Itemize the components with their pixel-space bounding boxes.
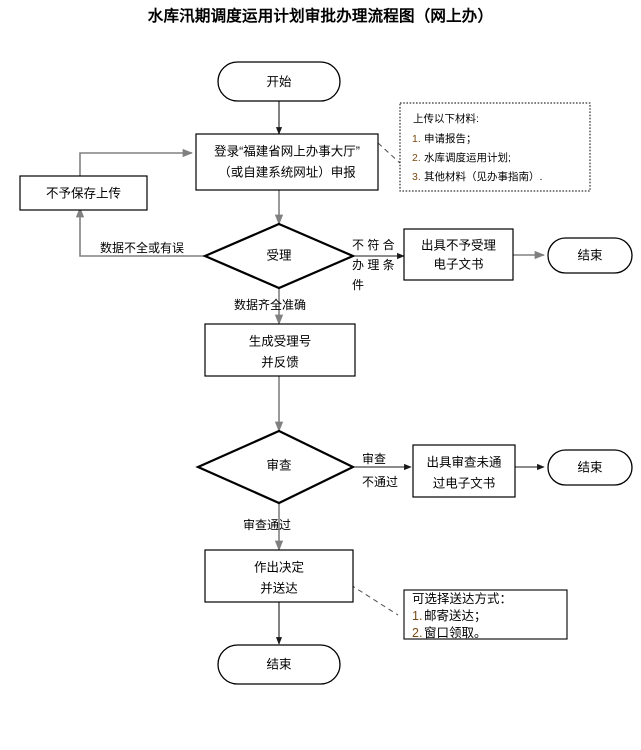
note-upload-item-1-text: 申请报告； (424, 132, 477, 145)
node-login-line1: 登录“福建省网上办事大厅” (214, 143, 360, 158)
node-not-saved[interactable]: 不予保存上传 (19, 175, 148, 211)
edge-notsaved-to-login (79, 148, 194, 176)
node-accept[interactable]: 受理 (202, 222, 356, 290)
node-reject-doc[interactable]: 出具不予受理 电子文书 (403, 228, 514, 281)
node-decide-line1: 作出决定 (254, 559, 304, 574)
note-upload-item-3-num: 3. (412, 171, 421, 183)
note-delivery-item-1-text: 邮寄送达； (424, 608, 487, 623)
node-not-saved-label: 不予保存上传 (46, 185, 121, 200)
node-start-label: 开始 (266, 75, 292, 89)
edge-label-review-fail-line1: 审查 (362, 451, 386, 466)
note-delivery-heading: 可选择送达方式： (412, 591, 512, 606)
node-reject-doc-line2: 电子文书 (433, 256, 483, 271)
leader-login-to-upload-note (377, 142, 401, 164)
note-upload: 上传以下材料: 1. 申请报告； 2. 水库调度运用计划; 3. 其他材料（见办… (399, 102, 591, 192)
note-delivery-item-2-text: 窗口领取。 (424, 626, 487, 640)
note-upload-item-2-num: 2. (412, 152, 421, 164)
edge-accept-to-notsaved (75, 206, 205, 257)
node-login[interactable]: 登录“福建省网上办事大厅” （或自建系统网址）申报 (195, 133, 379, 191)
note-upload-item-2-text: 水库调度运用计划; (424, 151, 511, 164)
node-review-label: 审查 (266, 457, 292, 472)
note-upload-item-3-text: 其他材料（见办事指南）. (424, 170, 542, 183)
node-fail-doc[interactable]: 出具审查未通 过电子文书 (412, 444, 516, 498)
node-generate-number-line2: 并反馈 (261, 355, 299, 369)
edge-label-data-incomplete: 数据不全或有误 (100, 240, 184, 255)
edge-label-not-qualified-line2: 办 理 条 (352, 257, 395, 272)
node-decide-line2: 并送达 (260, 580, 298, 595)
note-upload-item-1-num: 1. (412, 133, 421, 145)
note-delivery: 可选择送达方式： 1. 邮寄送达； 2. 窗口领取。 (403, 589, 568, 640)
node-end-2-label: 结束 (577, 460, 603, 474)
node-end-3[interactable]: 结束 (217, 644, 341, 685)
node-start[interactable]: 开始 (217, 61, 341, 102)
edge-label-review-fail-line2: 不通过 (362, 475, 398, 489)
node-end-1[interactable]: 结束 (547, 237, 633, 274)
edge-label-not-qualified-line1: 不 符 合 (352, 237, 395, 252)
node-fail-doc-line2: 过电子文书 (433, 475, 496, 490)
node-review[interactable]: 审查 (195, 429, 356, 505)
note-delivery-item-1-num: 1. (412, 609, 422, 623)
node-login-line2: （或自建系统网址）申报 (218, 164, 356, 179)
node-end-2[interactable]: 结束 (547, 449, 633, 486)
note-delivery-item-2-num: 2. (412, 626, 422, 640)
node-end-3-label: 结束 (266, 657, 292, 671)
edge-label-data-complete: 数据齐全准确 (234, 297, 306, 312)
node-fail-doc-line1: 出具审查未通 (426, 454, 502, 469)
edge-label-review-pass: 审查通过 (243, 517, 291, 532)
node-generate-number-line1: 生成受理号 (249, 334, 312, 348)
node-generate-number[interactable]: 生成受理号 并反馈 (204, 323, 356, 377)
node-accept-label: 受理 (266, 248, 292, 262)
edge-label-not-qualified-line3: 件 (352, 278, 364, 292)
node-end-1-label: 结束 (577, 248, 603, 262)
note-upload-heading: 上传以下材料: (413, 112, 479, 125)
node-decide[interactable]: 作出决定 并送达 (204, 549, 354, 603)
node-reject-doc-line1: 出具不予受理 (421, 238, 497, 252)
page-title: 水库汛期调度运用计划审批办理流程图（网上办） (147, 8, 494, 25)
